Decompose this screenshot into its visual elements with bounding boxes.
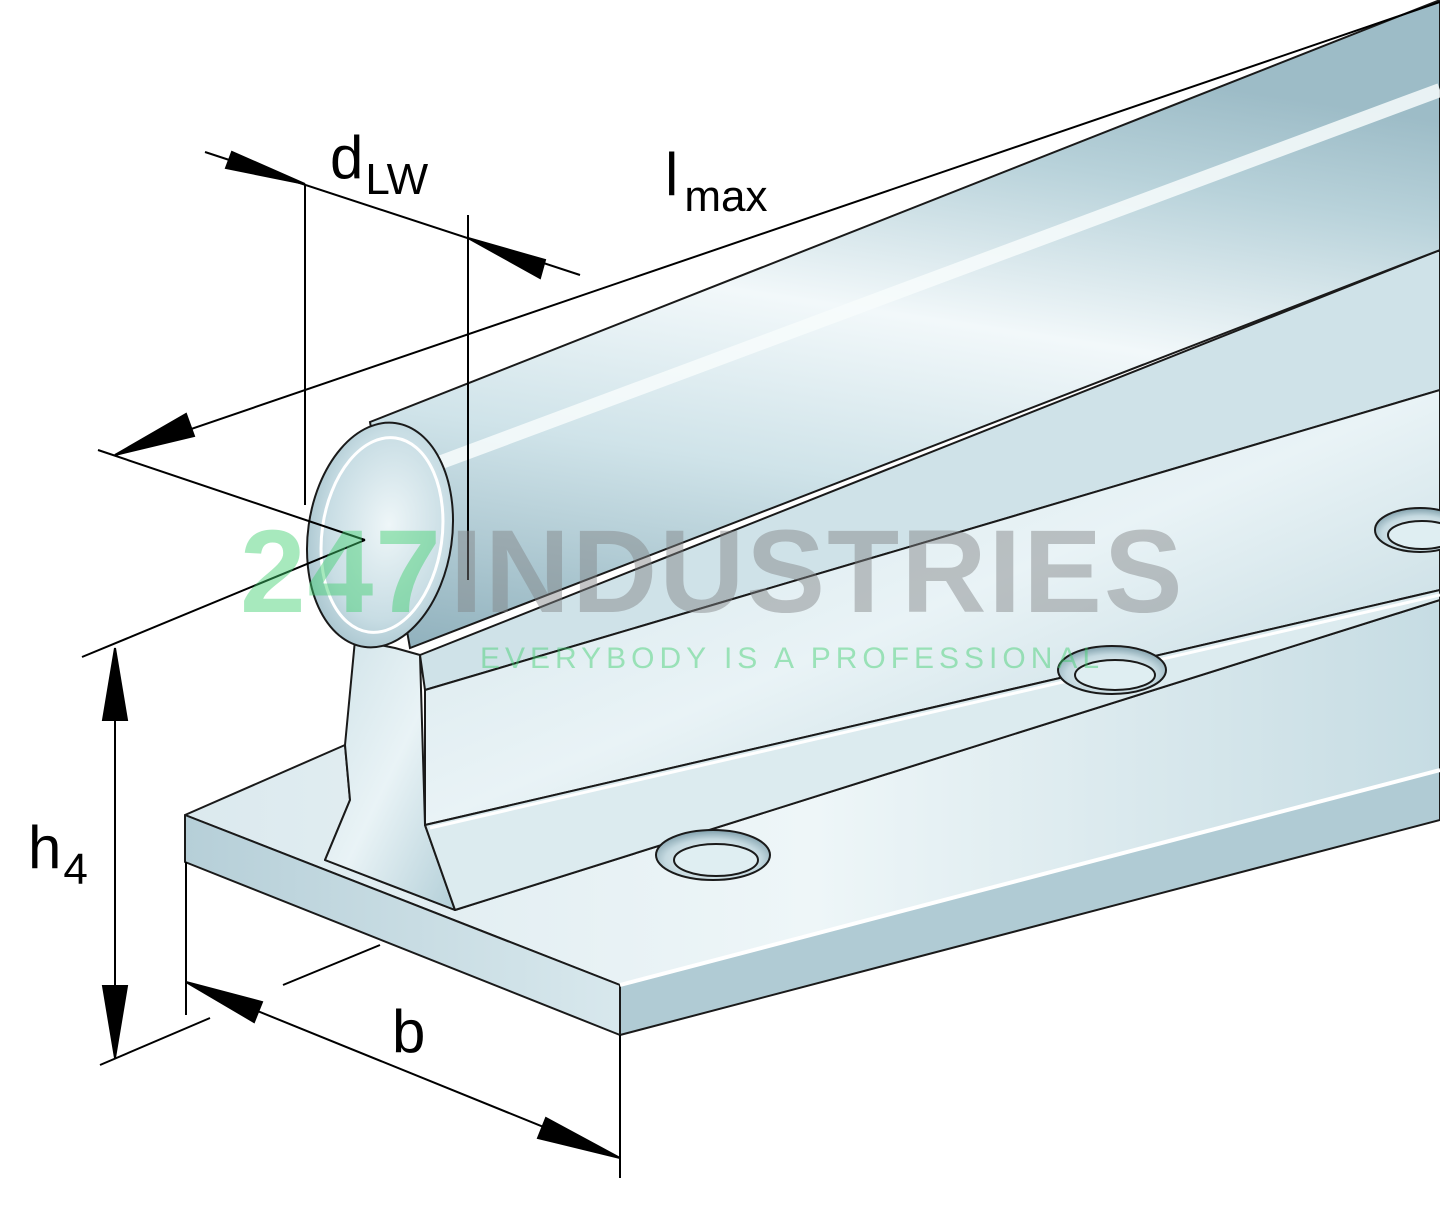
rail-highlight-line <box>429 593 1440 830</box>
mounting-hole-inner <box>1074 659 1156 691</box>
dlw-arrow-right <box>467 237 547 280</box>
lmax-extension <box>97 449 366 541</box>
rail-upper-face <box>419 249 1440 691</box>
dlw-arrow-left <box>224 150 306 185</box>
h4-extension-bottom <box>99 1017 211 1066</box>
lmax-arrow <box>114 412 196 456</box>
label-h4: h4 <box>28 814 88 894</box>
shaft-end-face <box>305 421 455 649</box>
lmax-dimension-line <box>114 1 1440 456</box>
b-arrow-right <box>536 1116 621 1159</box>
watermark-tagline: EVERYBODY IS A PROFESSIONAL <box>480 642 1104 675</box>
shaft-highlight <box>417 83 1440 477</box>
b-arrow-left <box>185 981 264 1024</box>
mounting-holes <box>655 507 1440 881</box>
b-centerline <box>282 944 381 986</box>
mounting-hole-inner <box>1387 520 1440 550</box>
watermark: 247 INDUSTRIES EVERYBODY IS A PROFESSION… <box>240 506 1185 675</box>
lmax-extension-lower <box>81 539 366 658</box>
watermark-number: 247 <box>240 506 443 638</box>
mounting-hole-inner <box>673 843 759 877</box>
label-dlw: dLW <box>330 124 429 204</box>
label-b: b <box>392 998 425 1065</box>
support-rail <box>184 249 1440 1036</box>
h4-arrow-bottom <box>101 985 129 1059</box>
rail-web-face <box>424 389 1440 826</box>
rail-edge-highlight <box>619 768 1440 987</box>
watermark-name: INDUSTRIES <box>450 506 1185 638</box>
dimension-lines <box>81 1 1440 1178</box>
h4-arrow-top <box>101 647 129 721</box>
